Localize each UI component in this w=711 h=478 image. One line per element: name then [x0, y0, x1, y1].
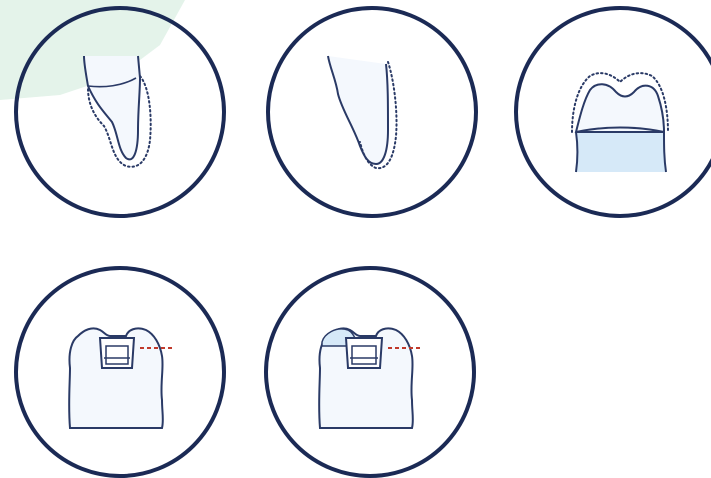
- root-highlight: [576, 132, 666, 172]
- onlay-block: [352, 346, 376, 364]
- tooth-outline: [328, 56, 388, 164]
- illustration-molar-inlay: [16, 268, 224, 476]
- illustration-molar-onlay: [266, 268, 474, 476]
- inlay-block: [106, 346, 128, 364]
- crown-body: [576, 84, 664, 132]
- illustration-anterior-tooth-plain: [268, 8, 476, 216]
- illustration-molar-crown: [516, 8, 711, 216]
